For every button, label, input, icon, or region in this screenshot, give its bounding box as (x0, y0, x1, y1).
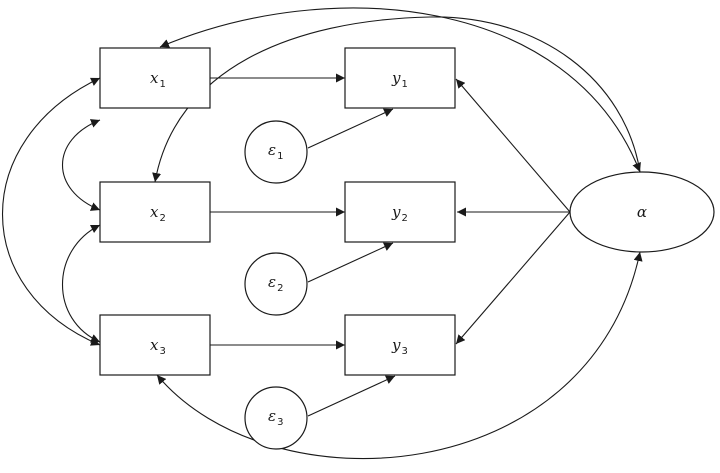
node-e3: ε3 (244, 386, 308, 450)
node-x1: x1 (99, 47, 211, 109)
svg-text:y2: y2 (391, 203, 408, 224)
node-y3-sub: 3 (401, 346, 407, 357)
svg-text:ε2: ε2 (268, 273, 283, 294)
cov-x2-x3 (61, 224, 101, 343)
svg-text:ε1: ε1 (268, 141, 283, 162)
node-e3-sub: 3 (277, 417, 283, 428)
node-e1-base: ε (268, 141, 276, 159)
node-x3: x3 (99, 314, 211, 376)
cov-x1-alpha (159, 7, 641, 173)
node-e2-base: ε (268, 273, 276, 291)
cov-x1-x3 (2, 77, 101, 346)
svg-text:y1: y1 (391, 69, 408, 90)
node-y2-sub: 2 (401, 213, 407, 224)
svg-text:x2: x2 (150, 203, 166, 224)
node-y3: y3 (344, 314, 456, 376)
node-alpha-label: α (637, 203, 647, 221)
node-y2: y2 (344, 181, 456, 243)
svg-text:y3: y3 (391, 336, 408, 357)
node-x3-sub: 3 (159, 346, 165, 357)
edge-e3-y3 (307, 375, 396, 417)
node-e1-sub: 1 (277, 151, 283, 162)
node-e1: ε1 (244, 120, 308, 184)
edge-alpha-y1 (455, 78, 571, 213)
cov-x3-alpha (156, 251, 643, 460)
node-y3-base: y (391, 336, 401, 354)
node-x2-base: x (150, 203, 159, 221)
node-e2: ε2 (244, 252, 308, 316)
svg-text:ε3: ε3 (268, 407, 283, 428)
node-e3-base: ε (268, 407, 276, 425)
node-y1: y1 (344, 47, 456, 109)
node-y1-base: y (391, 69, 401, 87)
edges (2, 7, 643, 460)
cov-x1-x2 (62, 119, 101, 211)
edge-alpha-y3 (455, 211, 571, 345)
node-x1-sub: 1 (159, 79, 165, 90)
svg-text:x1: x1 (150, 69, 166, 90)
node-x2: x2 (99, 181, 211, 243)
edge-e2-y2 (307, 242, 394, 283)
node-y2-base: y (391, 203, 401, 221)
svg-text:x3: x3 (150, 336, 166, 357)
node-x3-base: x (150, 336, 159, 354)
node-x1-base: x (150, 69, 159, 87)
node-x2-sub: 2 (159, 213, 165, 224)
node-e2-sub: 2 (277, 283, 283, 294)
edge-e1-y1 (307, 108, 394, 149)
node-alpha: α (569, 171, 715, 253)
node-y1-sub: 1 (401, 79, 407, 90)
